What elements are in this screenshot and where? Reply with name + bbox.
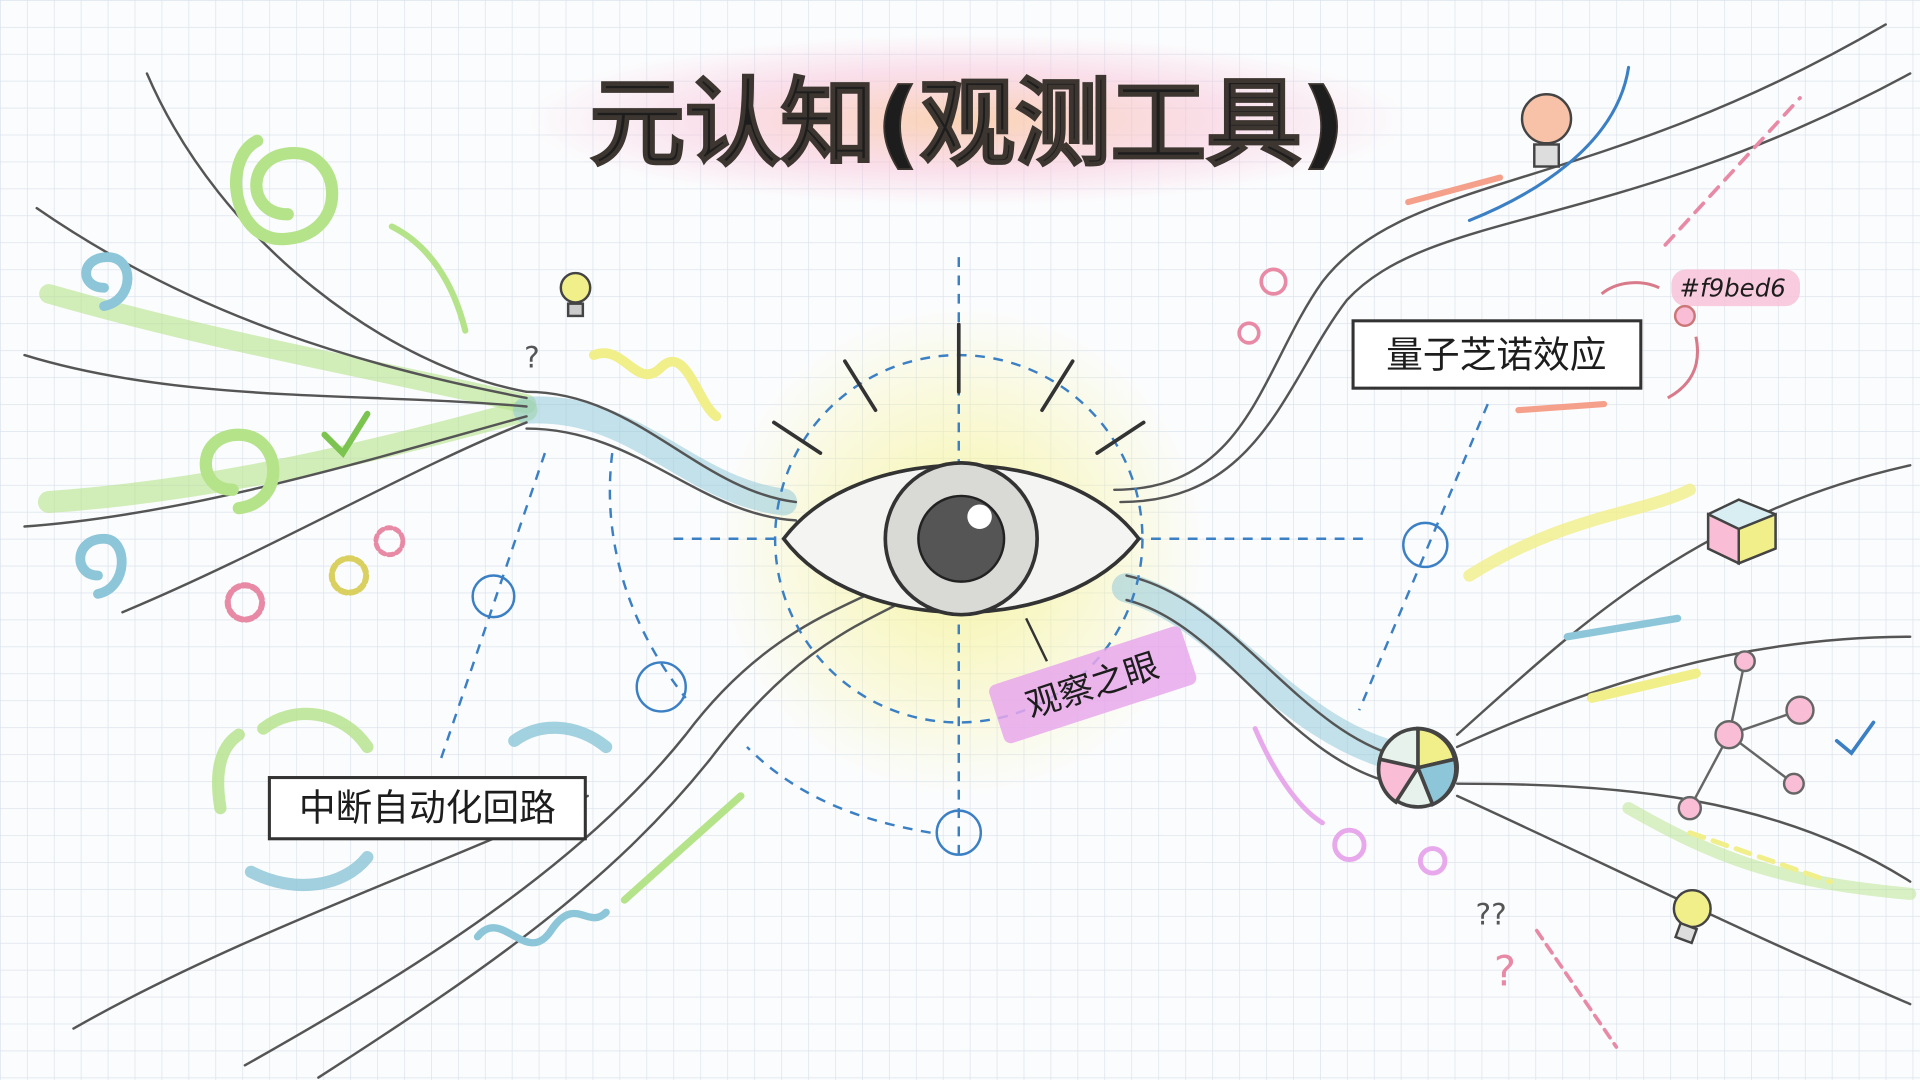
eye-icon	[772, 322, 1146, 617]
question-icon: ?	[1494, 947, 1516, 996]
spiral-icon	[230, 134, 339, 245]
right-node: 量子芝诺效应	[1351, 319, 1643, 390]
gear-icon	[224, 582, 266, 623]
page-title: 元认知(观测工具)	[589, 68, 1345, 180]
node-circle	[1237, 321, 1261, 345]
lightbulb-icon	[1672, 888, 1712, 945]
spiral-icon	[81, 252, 133, 312]
spiral-icon	[199, 428, 280, 515]
checkmark-icon	[321, 410, 371, 458]
left-node-label: 中断自动化回路	[299, 786, 556, 829]
checkmark-icon	[1834, 720, 1876, 756]
gear-icon	[328, 555, 370, 596]
focus-circle	[471, 574, 516, 619]
label-pointer	[1025, 617, 1049, 662]
left-streams	[23, 72, 798, 614]
color-note-text: #f9bed6	[1679, 273, 1785, 302]
decorative-arrows	[388, 65, 1834, 1049]
decorative-icons	[75, 93, 1876, 945]
check-circle-icon	[1332, 827, 1367, 863]
cube-icon	[1706, 498, 1777, 566]
node-circle	[1417, 846, 1448, 876]
spiral-icon	[75, 533, 127, 599]
focus-circle	[1402, 521, 1449, 569]
focus-circle	[635, 661, 687, 713]
right-node-label: 量子芝诺效应	[1386, 333, 1606, 376]
node-circle	[1259, 267, 1288, 296]
title-glow	[526, 34, 1409, 206]
question-icon: ??	[1476, 897, 1507, 931]
right-streams	[1111, 23, 1917, 1006]
lightbulb-icon	[559, 271, 592, 318]
molecule-icon	[1677, 650, 1815, 821]
cycle-arrows-icon	[212, 707, 613, 892]
question-marks: ? ?? ?	[524, 340, 1516, 995]
left-node: 中断自动化回路	[267, 776, 587, 841]
gear-icon	[373, 525, 406, 558]
lightbulb-icon	[1520, 93, 1573, 168]
question-icon: ?	[524, 340, 540, 374]
color-wheel-icon	[1376, 726, 1459, 809]
focus-circle	[935, 809, 983, 856]
color-note: #f9bed6	[1600, 269, 1800, 400]
